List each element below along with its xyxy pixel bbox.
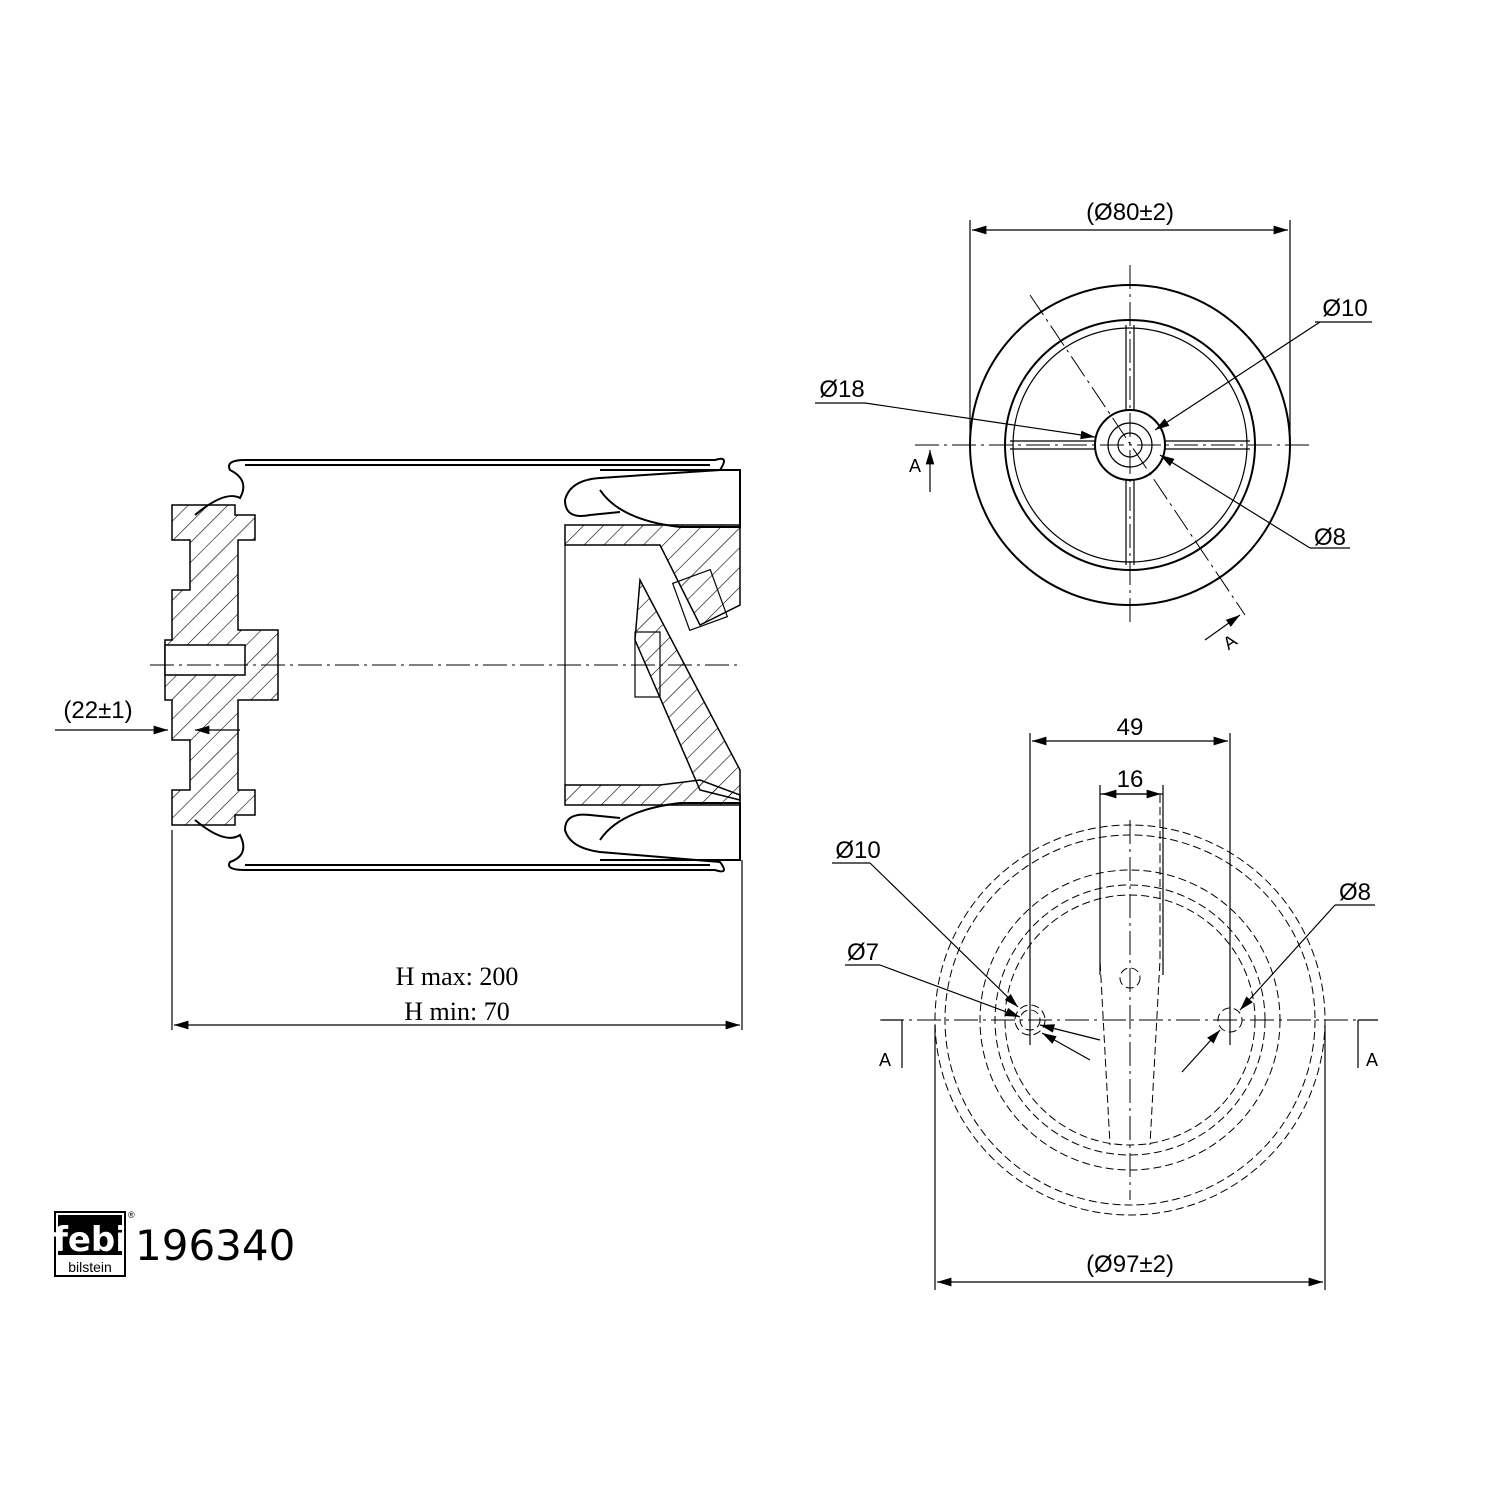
part-number: 196340 (135, 1221, 295, 1270)
top-d10: Ø10 (1322, 295, 1367, 322)
bottom-w49: 49 (1117, 714, 1144, 741)
bottom-d10: Ø10 (835, 837, 880, 864)
svg-text:febi: febi (53, 1220, 127, 1260)
h-max-label: H max: 200 (396, 962, 519, 991)
bottom-w16: 16 (1117, 766, 1144, 793)
svg-text:®: ® (128, 1210, 135, 1220)
h-min-label: H min: 70 (404, 997, 509, 1026)
top-view: (Ø80±2) Ø10 Ø18 Ø8 A A (815, 199, 1372, 654)
top-d18: Ø18 (819, 376, 864, 403)
flange-dim-label: (22±1) (63, 697, 132, 724)
side-section-view: H max: 200 H min: 70 (22±1) (55, 457, 743, 1030)
top-outer-dia: (Ø80±2) (1086, 199, 1174, 226)
section-a-bottom-2: A (1366, 1050, 1378, 1070)
bottom-outer-dia: (Ø97±2) (1086, 1251, 1174, 1278)
section-a-top-2: A (1219, 630, 1240, 653)
top-d8: Ø8 (1314, 524, 1346, 551)
section-a-top-1: A (909, 456, 921, 476)
bottom-view: 49 16 Ø10 Ø7 Ø8 A A (Ø97±2) (832, 714, 1378, 1290)
febi-bilstein-logo: febi bilstein ® (53, 1210, 135, 1277)
svg-text:bilstein: bilstein (68, 1259, 112, 1275)
bottom-d8: Ø8 (1339, 879, 1371, 906)
section-a-bottom-1: A (879, 1050, 891, 1070)
bottom-d7: Ø7 (847, 939, 879, 966)
